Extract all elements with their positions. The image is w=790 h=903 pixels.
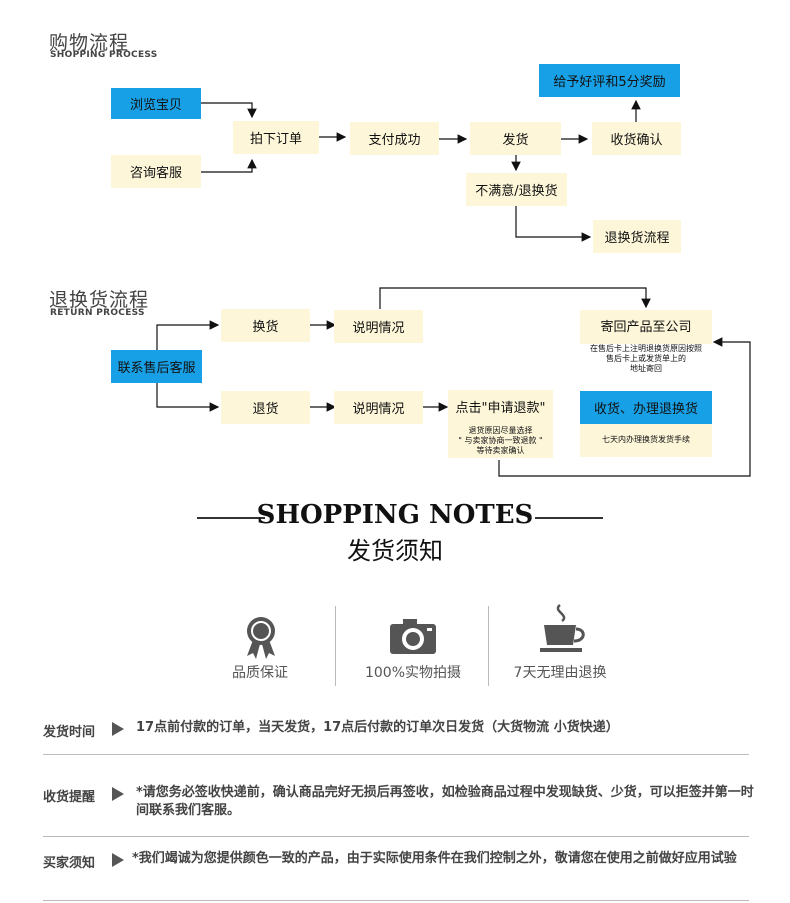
row-label-shipping-time: 发货时间 bbox=[43, 725, 96, 740]
explain-exchange-node: 说明情况 bbox=[334, 310, 423, 343]
feature-label-quality: 品质保证 bbox=[232, 665, 288, 681]
consult-node: 咨询客服 bbox=[111, 155, 201, 188]
review-node: 给予好评和5分奖励 bbox=[539, 64, 680, 97]
apply-refund-group: 点击"申请退款" 退货原因尽量选择 " 与卖家协商一致退款 " 等待卖家确认 bbox=[448, 390, 553, 458]
row-divider bbox=[43, 900, 749, 901]
feature-divider-2 bbox=[488, 606, 489, 686]
return-flow-node: 退换货流程 bbox=[593, 220, 681, 253]
return-process-subtitle: RETURN PROCESS bbox=[50, 308, 145, 318]
feature-divider-1 bbox=[335, 606, 336, 686]
feature-label-real-photo: 100%实物拍摄 bbox=[364, 665, 462, 681]
apply-note-line-2: " 与卖家协商一致退款 " bbox=[458, 436, 543, 445]
send-back-note: 在售后卡上注明退换货原因按照 售后卡上或发货单上的 地址寄回 bbox=[580, 344, 712, 374]
apply-note-line-1: 退货原因尽量选择 bbox=[468, 426, 533, 435]
return-process-title: 退换货流程 bbox=[49, 289, 150, 311]
row-divider bbox=[43, 754, 749, 755]
feature-label-7day-return: 7天无理由退换 bbox=[513, 665, 607, 681]
explain-refund-node: 说明情况 bbox=[334, 391, 423, 424]
apply-refund-note: 退货原因尽量选择 " 与卖家协商一致退款 " 等待卖家确认 bbox=[448, 426, 553, 456]
row-divider bbox=[43, 836, 749, 837]
row-text-buyer-notice: *我们竭诚为您提供颜色一致的产品，由于实际使用条件在我们控制之外，敬请您在使用之… bbox=[132, 851, 737, 866]
order-node: 拍下订单 bbox=[233, 121, 319, 154]
apply-refund-label: 点击"申请退款" bbox=[455, 401, 546, 416]
send-back-label: 寄回产品至公司 bbox=[600, 320, 692, 335]
row-text-receipt-reminder: *请您务必签收快递前，确认商品完好无损后再签收，如检验商品过程中发现缺货、少货，… bbox=[136, 785, 754, 818]
unsatisfied-node: 不满意/退换货 bbox=[466, 173, 567, 206]
handle-group: 收货、办理退换货 七天内办理换货发货手续 bbox=[580, 391, 712, 457]
handle-label: 收货、办理退换货 bbox=[580, 391, 712, 424]
exchange-node: 换货 bbox=[221, 309, 310, 342]
row-text-shipping-time: 17点前付款的订单，当天发货，17点后付款的订单次日发货（大货物流 小货快递） bbox=[136, 720, 619, 735]
notes-title-rule-left bbox=[197, 517, 265, 519]
apply-note-line-3: 等待卖家确认 bbox=[476, 446, 525, 455]
shipping-notice-title: 发货须知 bbox=[347, 537, 443, 565]
ship-node: 发货 bbox=[470, 122, 561, 155]
send-note-line-1: 在售后卡上注明退换货原因按照 bbox=[590, 344, 702, 353]
send-back-group: 寄回产品至公司 在售后卡上注明退换货原因按照 售后卡上或发货单上的 地址寄回 bbox=[580, 310, 712, 374]
send-note-line-3: 地址寄回 bbox=[630, 364, 662, 373]
row-arrow-icon bbox=[112, 722, 124, 736]
row-arrow-icon bbox=[112, 853, 124, 867]
shopping-process-title: 购物流程 bbox=[49, 32, 130, 54]
handle-note: 七天内办理换货发货手续 bbox=[602, 435, 690, 444]
receive-node: 收货确认 bbox=[592, 122, 681, 155]
camera-icon bbox=[389, 617, 437, 655]
paid-node: 支付成功 bbox=[350, 122, 439, 155]
refund-node: 退货 bbox=[221, 391, 310, 424]
notes-title-rule-right bbox=[535, 517, 603, 519]
send-note-line-2: 售后卡上或发货单上的 bbox=[606, 354, 686, 363]
ribbon-award-icon bbox=[240, 614, 282, 660]
coffee-cup-icon bbox=[540, 603, 590, 655]
row-label-receipt-reminder: 收货提醒 bbox=[43, 790, 96, 805]
shopping-process-subtitle: SHOPPING PROCESS bbox=[50, 50, 158, 60]
row-arrow-icon bbox=[112, 787, 124, 801]
row-label-buyer-notice: 买家须知 bbox=[43, 856, 96, 871]
contact-service-node: 联系售后客服 bbox=[111, 350, 202, 383]
browse-node: 浏览宝贝 bbox=[111, 88, 201, 119]
shopping-notes-title: SHOPPING NOTES bbox=[256, 500, 534, 530]
